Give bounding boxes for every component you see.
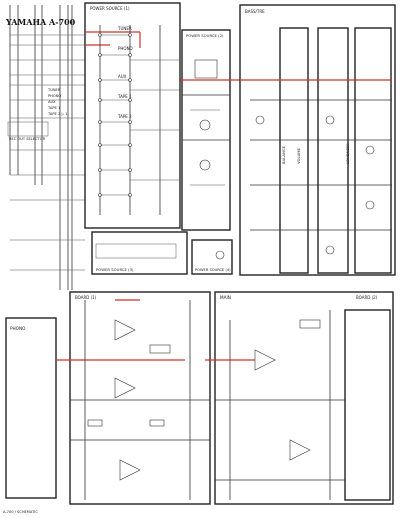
balance-label: BALANCE <box>281 146 286 164</box>
board-label: BOARD (1) <box>75 295 97 300</box>
rec-out-selector: TUNER PHONO AUX TAPE 1 TAPE 2 ▷ 1 REC OU… <box>7 88 68 141</box>
left-connector-rail <box>9 5 85 290</box>
selector-label-tape1: TAPE 1 <box>117 94 132 99</box>
selector-caption: REC OUT SELECTOR <box>9 137 46 141</box>
selector-label-phono: PHONO <box>118 46 133 51</box>
tone-control-block: BASS/TRE BALANCE VOLUME LOUDNESS <box>239 4 396 276</box>
selector-item: AUX <box>48 100 56 104</box>
block-label: POWER SOURCE (4) <box>195 268 231 272</box>
selector-item: TAPE 2 ▷ 1 <box>47 112 68 116</box>
phono-label: PHONO <box>10 326 26 331</box>
selector-item: TAPE 1 <box>47 106 60 110</box>
selector-label-tuner: TUNER <box>117 26 132 31</box>
main-board: MAIN BOARD (2) <box>205 291 394 505</box>
power-source-2-block: POWER SOURCE (2) <box>180 29 240 231</box>
volume-label: VOLUME <box>296 147 301 164</box>
phono-board: PHONO BOARD (1) <box>5 291 211 505</box>
loudness-label: LOUDNESS <box>345 143 350 164</box>
main-label: MAIN <box>220 295 231 300</box>
block-label: POWER SOURCE (1) <box>90 6 130 11</box>
input-selector-block: POWER SOURCE (1) TUNER PHONO AUX TAPE 1 … <box>84 2 181 229</box>
footer-note: A-700 / SCHEMATIC <box>3 510 38 514</box>
model-title: YAMAHA A-700 <box>5 17 76 27</box>
block-label: POWER SOURCE (3) <box>96 267 134 272</box>
selector-item: PHONO <box>48 94 61 98</box>
selector-label-aux: AUX <box>118 74 127 79</box>
power-source-strip: POWER SOURCE (3) POWER SOURCE (4) <box>91 231 233 275</box>
block-label: BASS/TRE <box>245 9 265 14</box>
board-label: BOARD (2) <box>356 295 378 300</box>
block-label: POWER SOURCE (2) <box>186 33 224 38</box>
selector-label-tape2: TAPE 2 <box>117 114 132 119</box>
selector-item: TUNER <box>47 88 61 92</box>
